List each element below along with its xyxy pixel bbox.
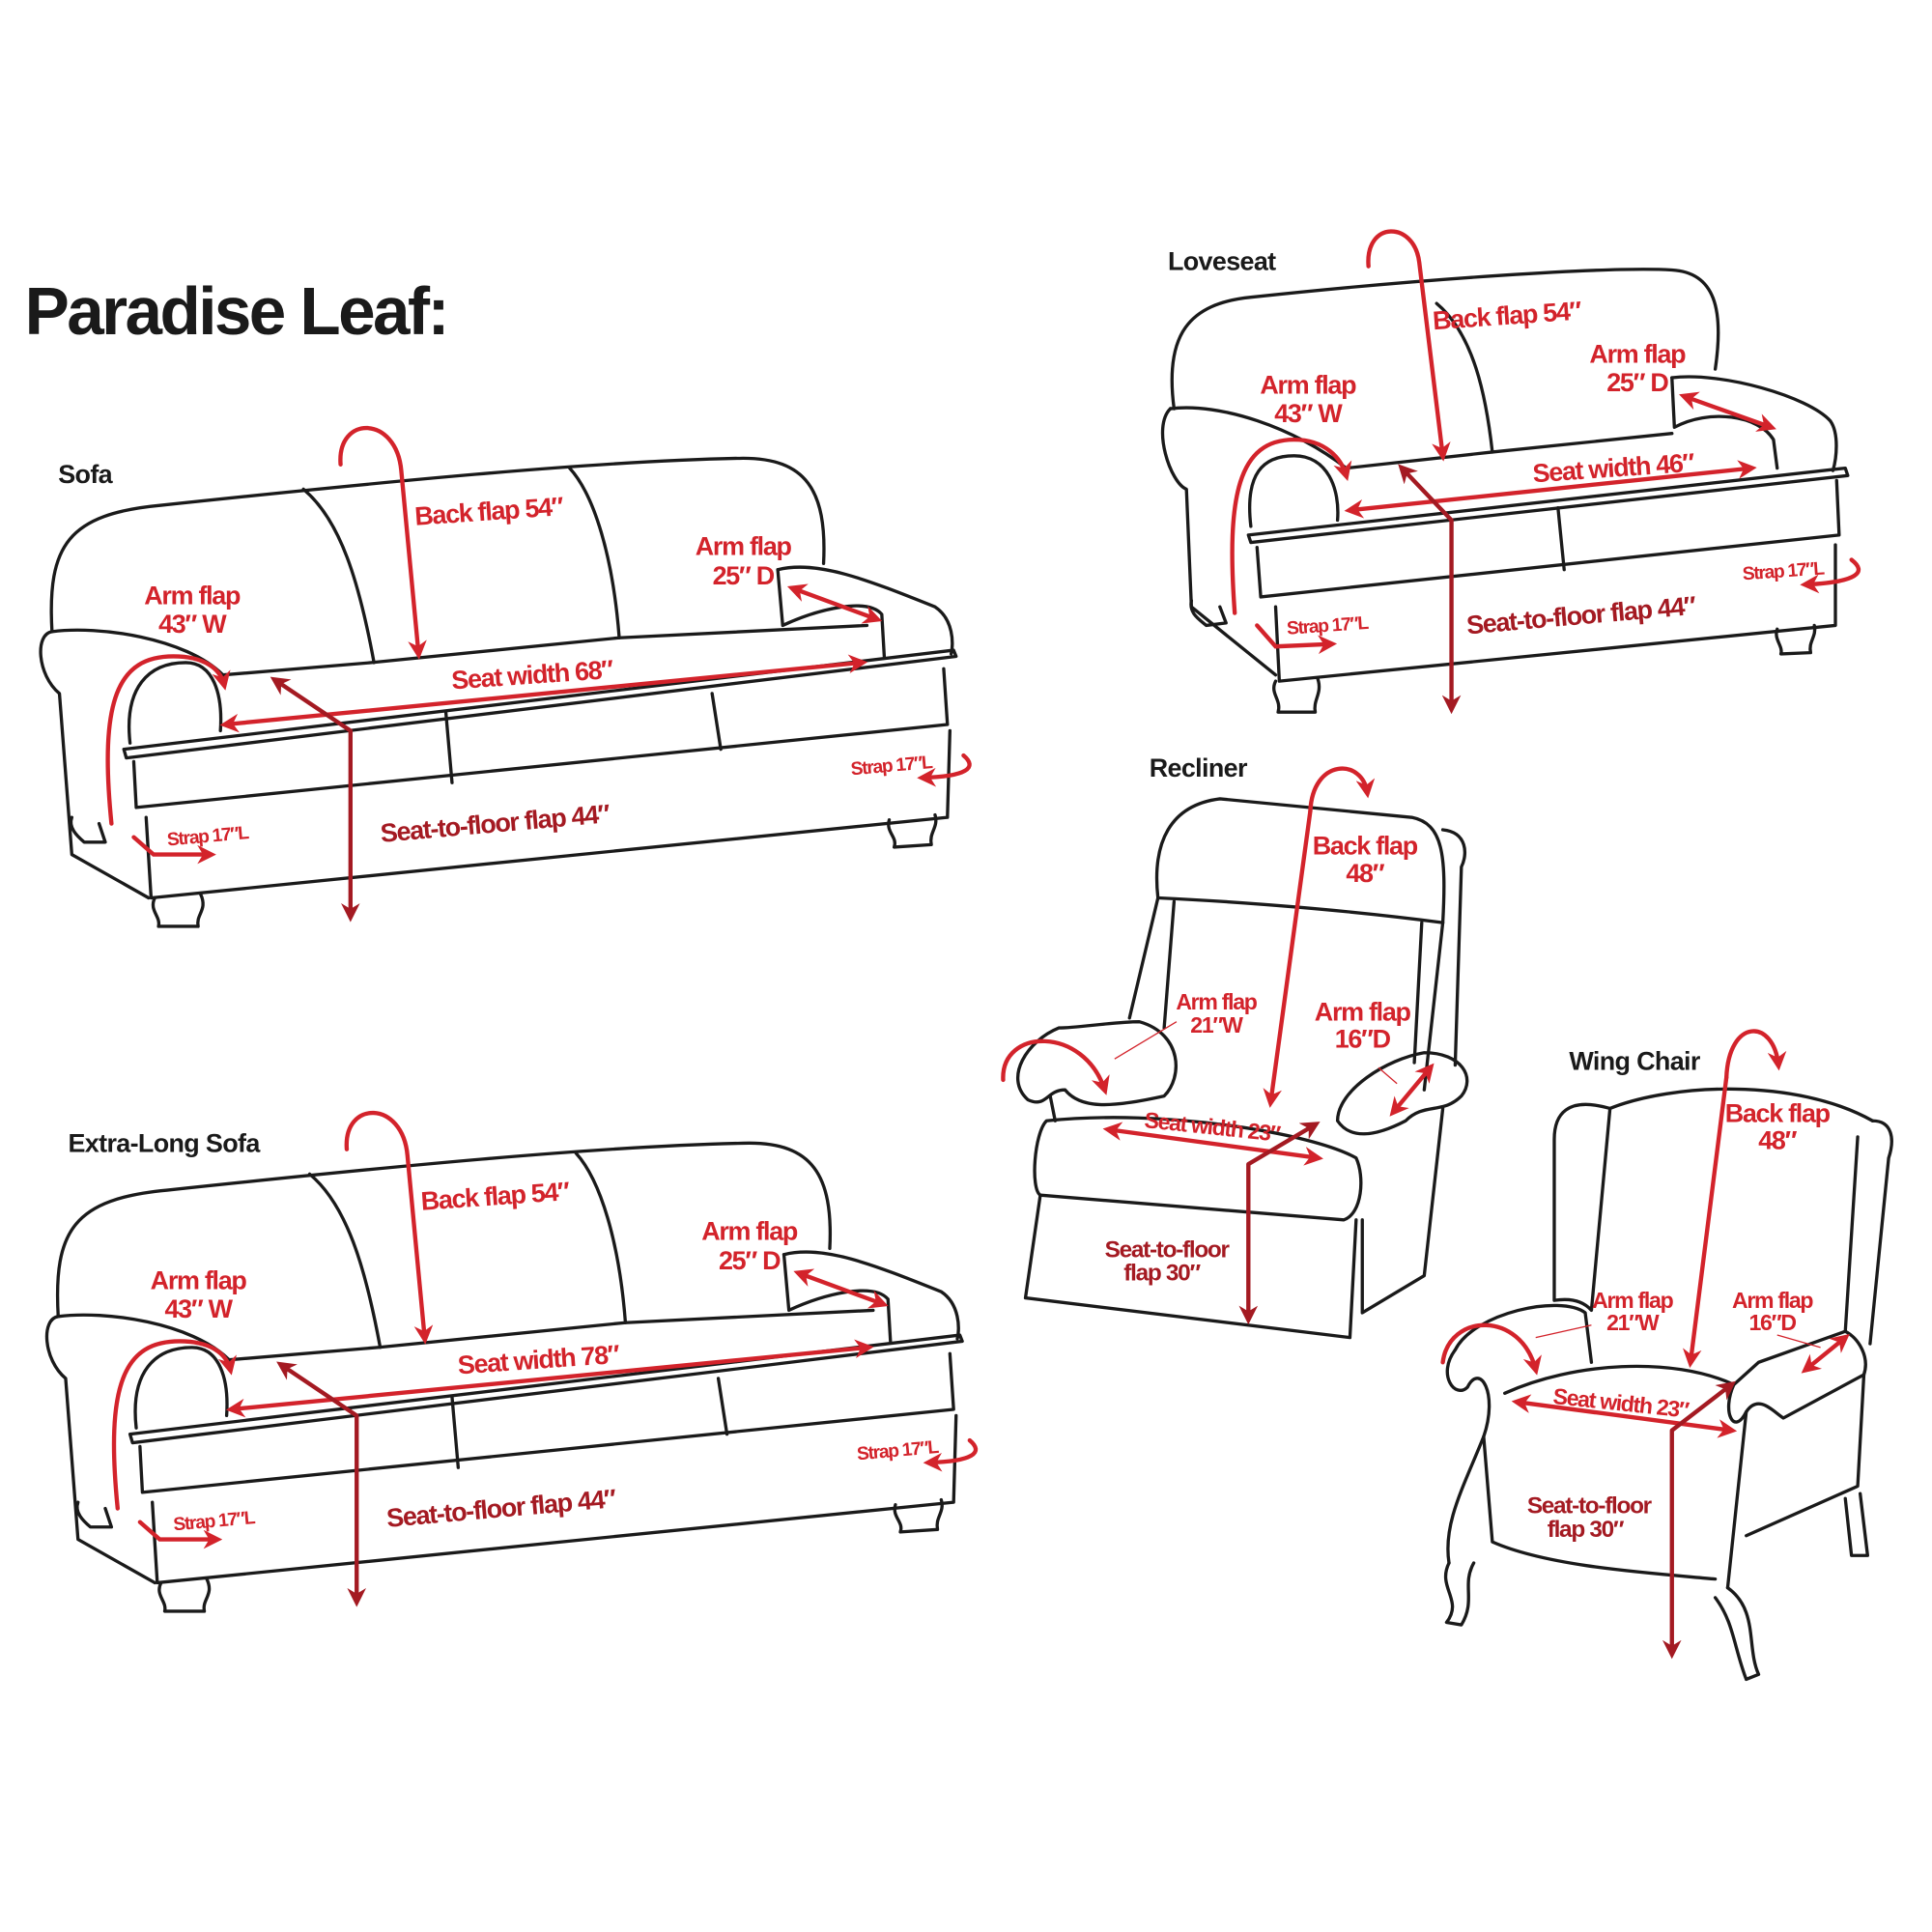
loveseat-seat-width: Seat width 46″ <box>1532 448 1696 489</box>
loveseat-seat-to-floor: Seat-to-floor flap 44″ <box>1465 591 1697 640</box>
recliner-seat-width: Seat width 23″ <box>1143 1107 1282 1147</box>
xl-arm-flap-right-l2: 25″ D <box>719 1246 781 1275</box>
loveseat-arm-flap-right-l2: 25″ D <box>1606 368 1668 397</box>
wing-seat-to-floor-l2: flap 30″ <box>1548 1517 1625 1543</box>
recliner-seat-to-floor-l1: Seat-to-floor <box>1105 1236 1231 1263</box>
sofa-back-flap: Back flap 54″ <box>413 492 564 531</box>
loveseat-back-flap: Back flap 54″ <box>1432 297 1582 336</box>
sofa-strap-left: Strap 17″L <box>166 823 250 850</box>
xl-arm-flap-left-l1: Arm flap <box>151 1266 247 1295</box>
wing-chair-diagram: Wing Chair Back flap <box>1440 1029 1893 1682</box>
sofa-arm-flap-right-l1: Arm flap <box>696 531 792 560</box>
recliner-seat-to-floor-l2: flap 30″ <box>1123 1261 1201 1287</box>
xl-arm-flap-left-l2: 43″ W <box>164 1294 233 1323</box>
loveseat-arm-flap-right-l1: Arm flap <box>1589 340 1686 369</box>
loveseat-strap-left: Strap 17″L <box>1286 613 1370 639</box>
wing-chair-name: Wing Chair <box>1569 1047 1701 1076</box>
extra-long-sofa-diagram: Extra-Long Sofa Back flap 54″ Arm flap 4… <box>44 1113 976 1613</box>
recliner-back-flap-l1: Back flap <box>1313 832 1418 861</box>
wing-chair-measure-arrows <box>1440 1029 1850 1660</box>
recliner-measure-arrows <box>1001 766 1435 1325</box>
wing-arm-flap-right-l2: 16″D <box>1748 1310 1796 1335</box>
sofa-name: Sofa <box>58 460 113 489</box>
wing-back-flap-l2: 48″ <box>1758 1126 1797 1155</box>
sofa-arm-flap-left-l1: Arm flap <box>144 582 241 611</box>
xl-seat-to-floor: Seat-to-floor flap 44″ <box>385 1484 617 1533</box>
xl-strap-left: Strap 17″L <box>173 1508 257 1535</box>
wing-arm-flap-right-l1: Arm flap <box>1732 1288 1813 1313</box>
sofa-arm-flap-left-l2: 43″ W <box>158 610 227 639</box>
recliner-arm-flap-left-l1: Arm flap <box>1176 989 1257 1014</box>
recliner-back-flap-l2: 48″ <box>1346 859 1384 888</box>
recliner-arm-flap-left-l2: 21″W <box>1190 1012 1243 1037</box>
loveseat-arm-flap-left-l2: 43″ W <box>1274 399 1343 428</box>
wing-seat-to-floor-l1: Seat-to-floor <box>1527 1493 1653 1520</box>
xl-back-flap: Back flap 54″ <box>420 1177 571 1216</box>
loveseat-strap-right: Strap 17″L <box>1742 558 1826 584</box>
sofa-arm-flap-right-l2: 25″ D <box>713 561 775 590</box>
wing-arm-flap-left-l2: 21″W <box>1606 1310 1660 1335</box>
loveseat-arm-flap-left-l1: Arm flap <box>1260 371 1356 400</box>
loveseat-drawing <box>1160 268 1850 714</box>
sofa-diagram: Sofa Back flap 54″ Arm flap 43″ W Arm fl… <box>39 428 970 928</box>
recliner-diagram: Recliner Back flap 48″ Arm f <box>1001 753 1469 1340</box>
recliner-arm-flap-right-l1: Arm flap <box>1315 997 1411 1026</box>
sofa-strap-right: Strap 17″L <box>850 753 934 780</box>
page-title: Paradise Leaf: <box>25 273 447 349</box>
loveseat-measure-arrows <box>1230 229 1861 715</box>
xl-arm-flap-right-l1: Arm flap <box>701 1216 798 1245</box>
wing-back-flap-l1: Back flap <box>1725 1099 1831 1128</box>
xl-strap-right: Strap 17″L <box>856 1437 940 1464</box>
sofa-seat-to-floor: Seat-to-floor flap 44″ <box>380 799 611 848</box>
loveseat-diagram: Loveseat Back flap 54″ <box>1160 229 1861 715</box>
loveseat-name: Loveseat <box>1168 246 1276 275</box>
recliner-arm-flap-right-l2: 16″D <box>1335 1025 1391 1054</box>
recliner-name: Recliner <box>1150 753 1248 782</box>
wing-arm-flap-left-l1: Arm flap <box>1592 1288 1673 1313</box>
recliner-drawing <box>1015 797 1469 1340</box>
wing-chair-drawing <box>1443 1087 1893 1682</box>
extra-long-sofa-name: Extra-Long Sofa <box>69 1128 262 1157</box>
